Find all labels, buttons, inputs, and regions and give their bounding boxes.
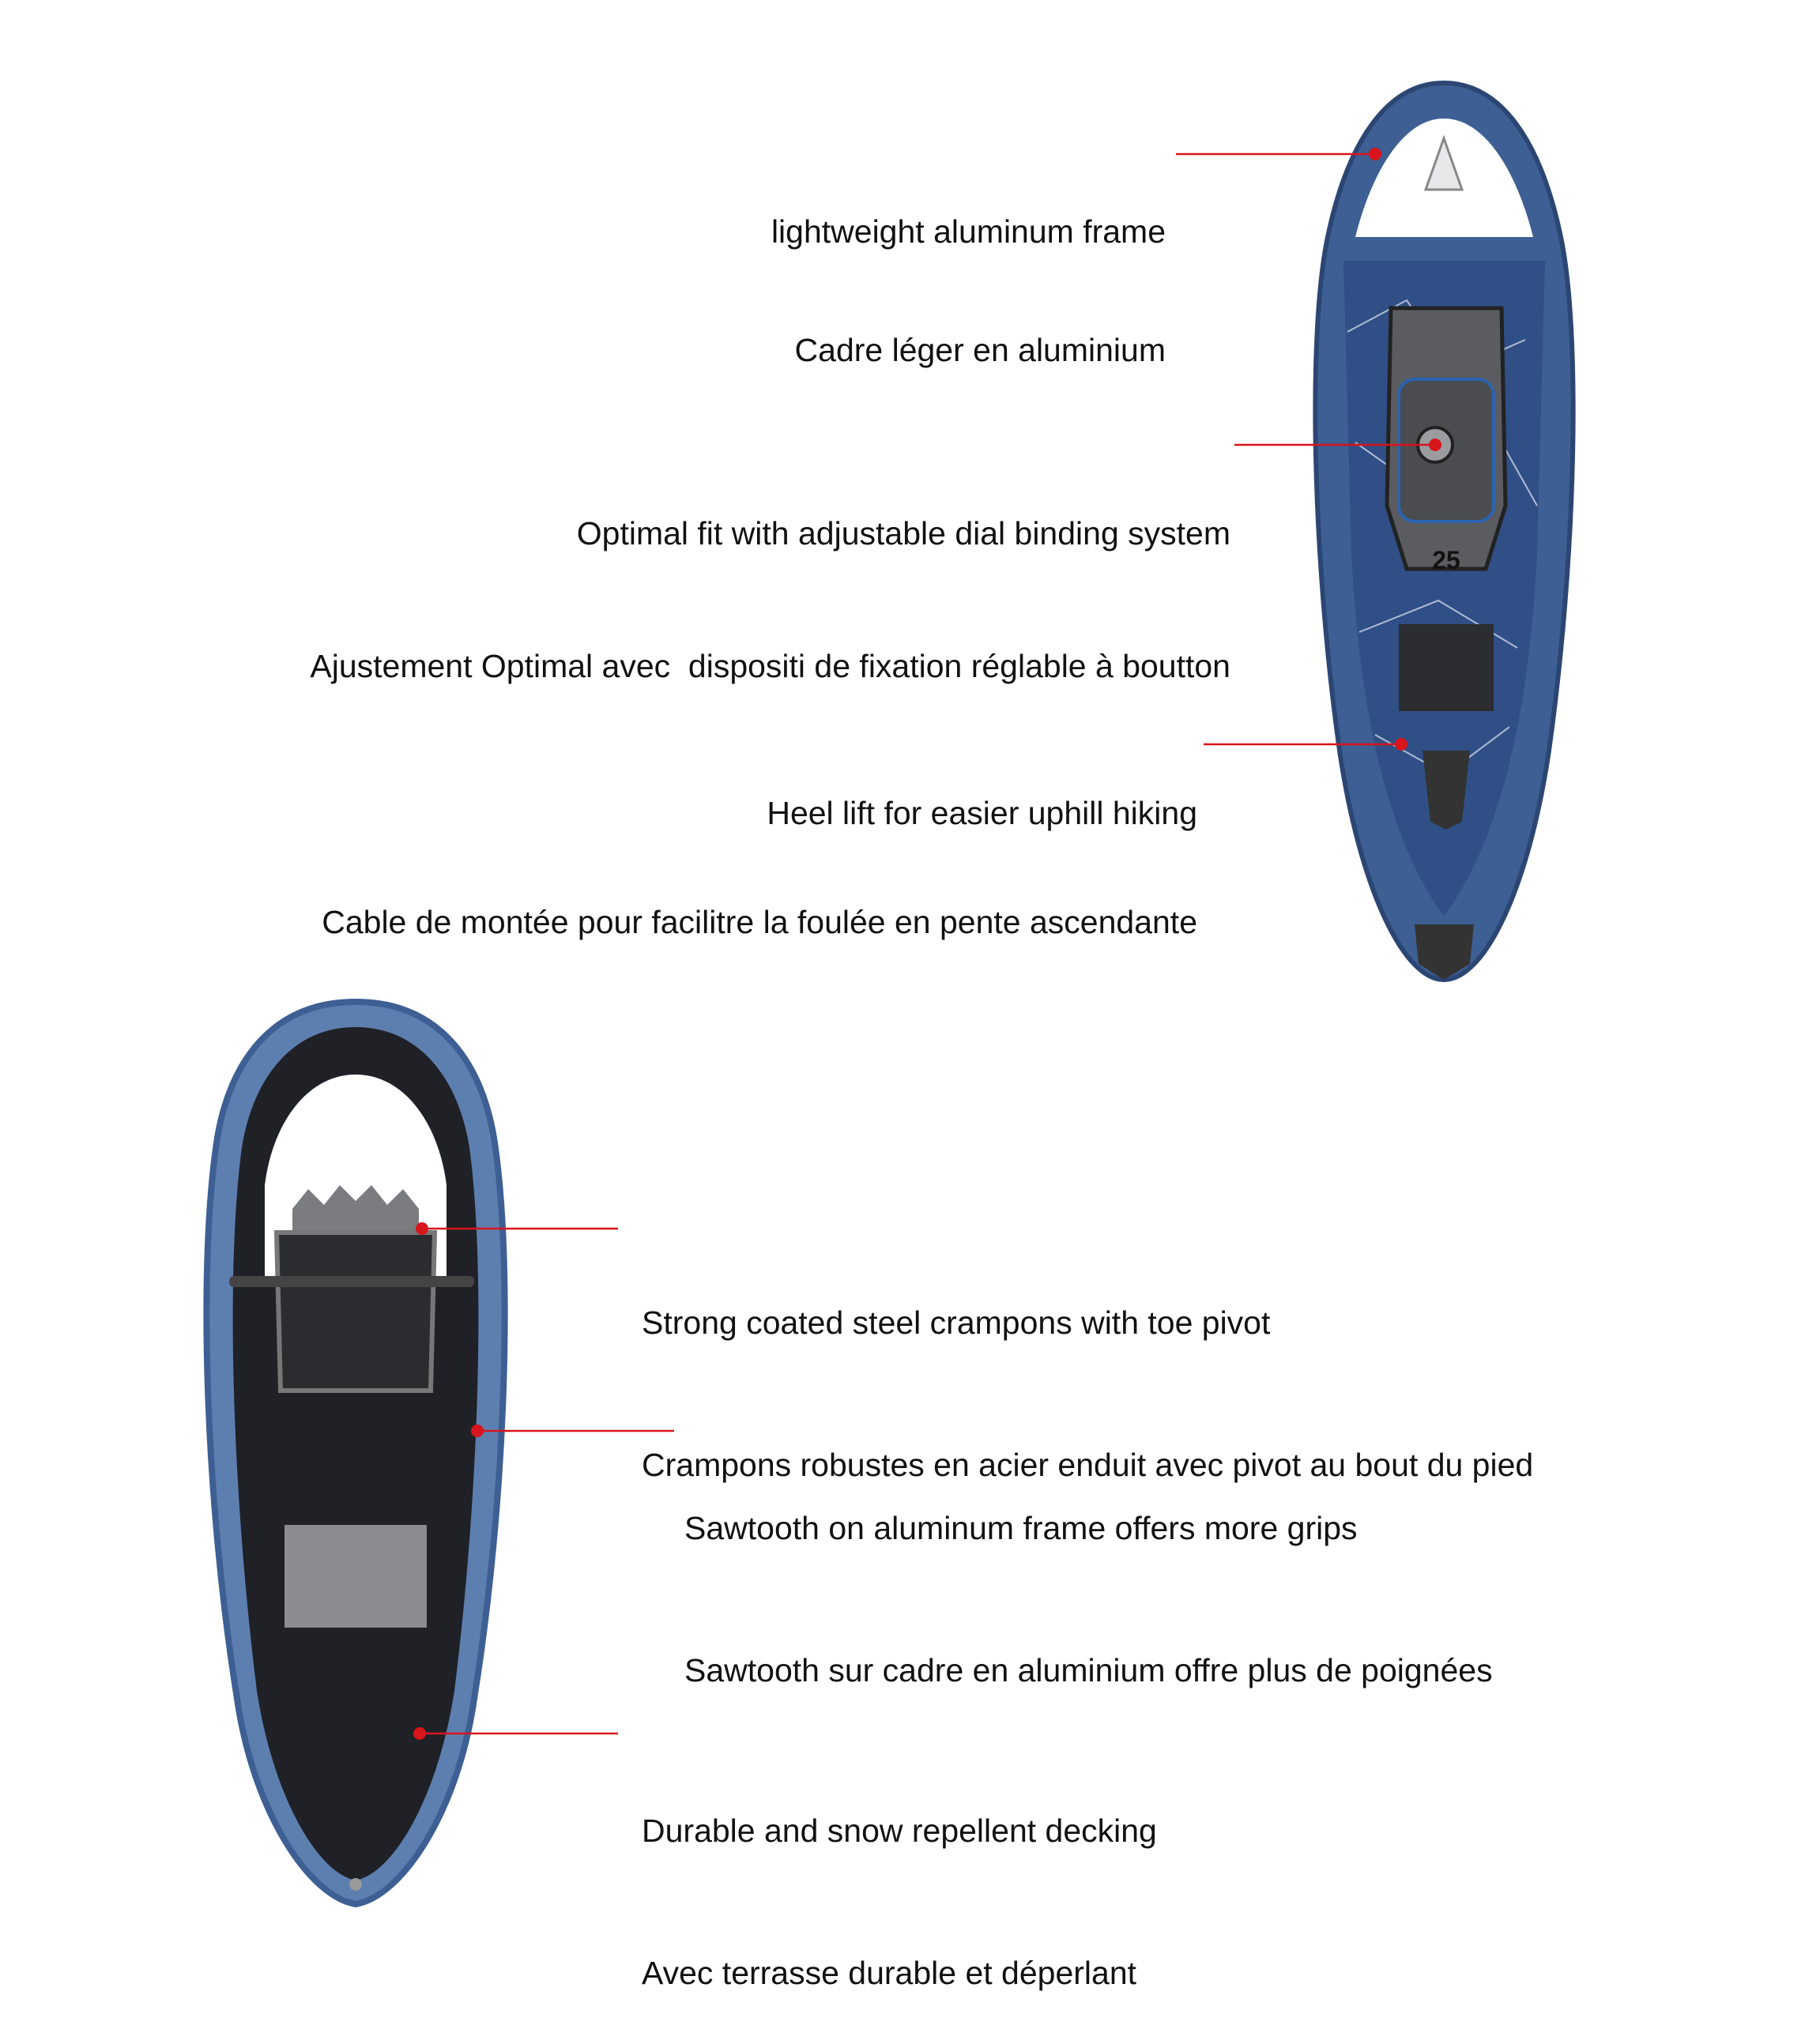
callout-fr: Crampons robustes en acier enduit avec p… <box>642 1447 1534 1483</box>
callout-en: Optimal fit with adjustable dial binding… <box>576 515 1230 551</box>
callout-dot-crampons <box>416 1222 428 1235</box>
callout-dot-frame <box>1369 148 1381 160</box>
callout-fr: Avec terrasse durable et déperlant <box>642 1955 1137 1991</box>
callout-en: Strong coated steel crampons with toe pi… <box>642 1304 1271 1341</box>
callout-fr: Cable de montée pour facilitre la foulée… <box>322 904 1197 940</box>
callout-crampons: Strong coated steel crampons with toe pi… <box>642 1204 1533 1536</box>
callout-markers <box>413 148 1441 1740</box>
callout-en: Sawtooth on aluminum frame offers more g… <box>684 1510 1358 1546</box>
callout-sawtooth: Sawtooth on aluminum frame offers more g… <box>684 1410 1493 1741</box>
callout-dot-heel-lift <box>1395 738 1407 751</box>
product-illustration: 25 <box>203 80 1576 1908</box>
callout-en: Heel lift for easier uphill hiking <box>767 795 1197 831</box>
callout-dot-binding <box>1429 439 1441 451</box>
callout-binding: Optimal fit with adjustable dial binding… <box>310 423 1230 732</box>
snowshoe-top-view: 25 <box>1313 80 1576 983</box>
callout-en: Durable and snow repellent decking <box>642 1812 1157 1849</box>
callout-dot-sawtooth <box>471 1425 484 1437</box>
callout-decking: Durable and snow repellent decking Avec … <box>642 1712 1157 2044</box>
callout-heel-lift: Heel lift for easier uphill hiking Cable… <box>322 722 1197 977</box>
callout-fr: Ajustement Optimal avec dispositi de fix… <box>310 648 1230 684</box>
size-marking: 25 <box>1432 546 1460 574</box>
callout-fr: Sawtooth sur cadre en aluminium offre pl… <box>684 1652 1493 1688</box>
snowshoe-bottom-view <box>203 998 508 1908</box>
callout-en: lightweight aluminum frame <box>771 213 1166 250</box>
callout-dot-decking <box>413 1727 426 1740</box>
callout-frame: lightweight aluminum frame Cadre léger e… <box>771 133 1166 409</box>
callout-fr: Cadre léger en aluminium <box>794 332 1166 368</box>
